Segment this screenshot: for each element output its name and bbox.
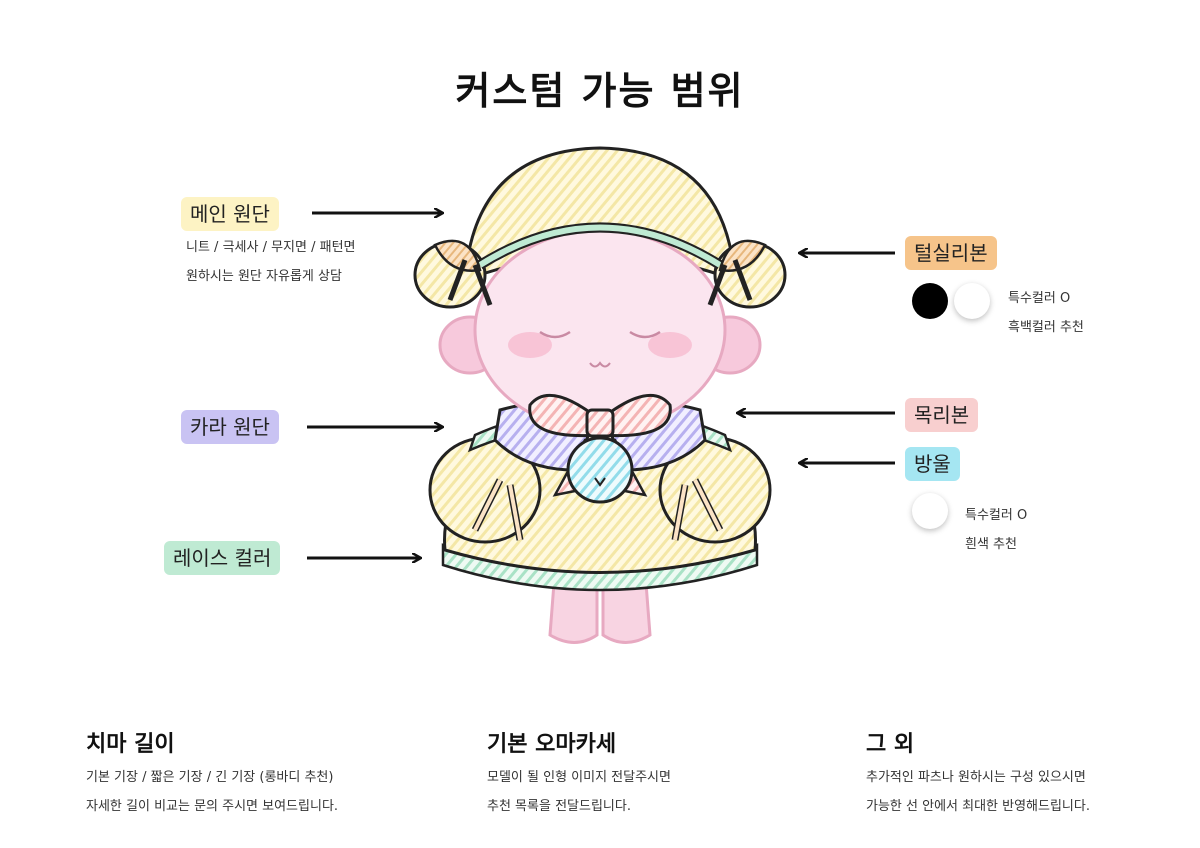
omakase-line-1: 모델이 될 인형 이미지 전달주시면 bbox=[487, 770, 671, 785]
skirt-length-line-1: 기본 기장 / 짧은 기장 / 긴 기장 (롱바디 추천) bbox=[86, 770, 334, 785]
doll-illustration bbox=[413, 146, 787, 644]
pompom-note-1: 특수컬러 O bbox=[965, 508, 1028, 523]
white-swatch bbox=[912, 493, 948, 529]
main-fabric-tag: 메인 원단 bbox=[181, 197, 279, 231]
neck-ribbon-tag: 목리본 bbox=[905, 398, 979, 432]
yarn-ribbon-tag: 털실리본 bbox=[905, 236, 997, 270]
skirt-length-title: 치마 길이 bbox=[86, 732, 175, 757]
white-swatch bbox=[954, 283, 990, 319]
main-fabric-note-2: 원하시는 원단 자유롭게 상담 bbox=[186, 269, 342, 284]
omakase-title: 기본 오마카세 bbox=[487, 732, 617, 757]
others-line-1: 추가적인 파츠나 원하시는 구성 있으시면 bbox=[866, 770, 1086, 785]
main-fabric-note-1: 니트 / 극세사 / 무지면 / 패턴면 bbox=[186, 240, 356, 255]
lace-color-tag: 레이스 컬러 bbox=[164, 541, 281, 575]
yarn-ribbon-note-2: 흑백컬러 추천 bbox=[1008, 320, 1084, 335]
others-title: 그 외 bbox=[866, 732, 915, 757]
others-line-2: 가능한 선 안에서 최대한 반영해드립니다. bbox=[866, 799, 1090, 814]
yarn-ribbon-note-1: 특수컬러 O bbox=[1008, 291, 1071, 306]
pompom-tag: 방울 bbox=[905, 447, 960, 481]
collar-fabric-tag: 카라 원단 bbox=[181, 410, 279, 444]
black-swatch bbox=[912, 283, 948, 319]
pompom-note-2: 흰색 추천 bbox=[965, 537, 1017, 552]
omakase-line-2: 추천 목록을 전달드립니다. bbox=[487, 799, 631, 814]
page-title: 커스텀 가능 범위 bbox=[455, 69, 745, 113]
skirt-length-line-2: 자세한 길이 비교는 문의 주시면 보여드립니다. bbox=[86, 799, 339, 814]
